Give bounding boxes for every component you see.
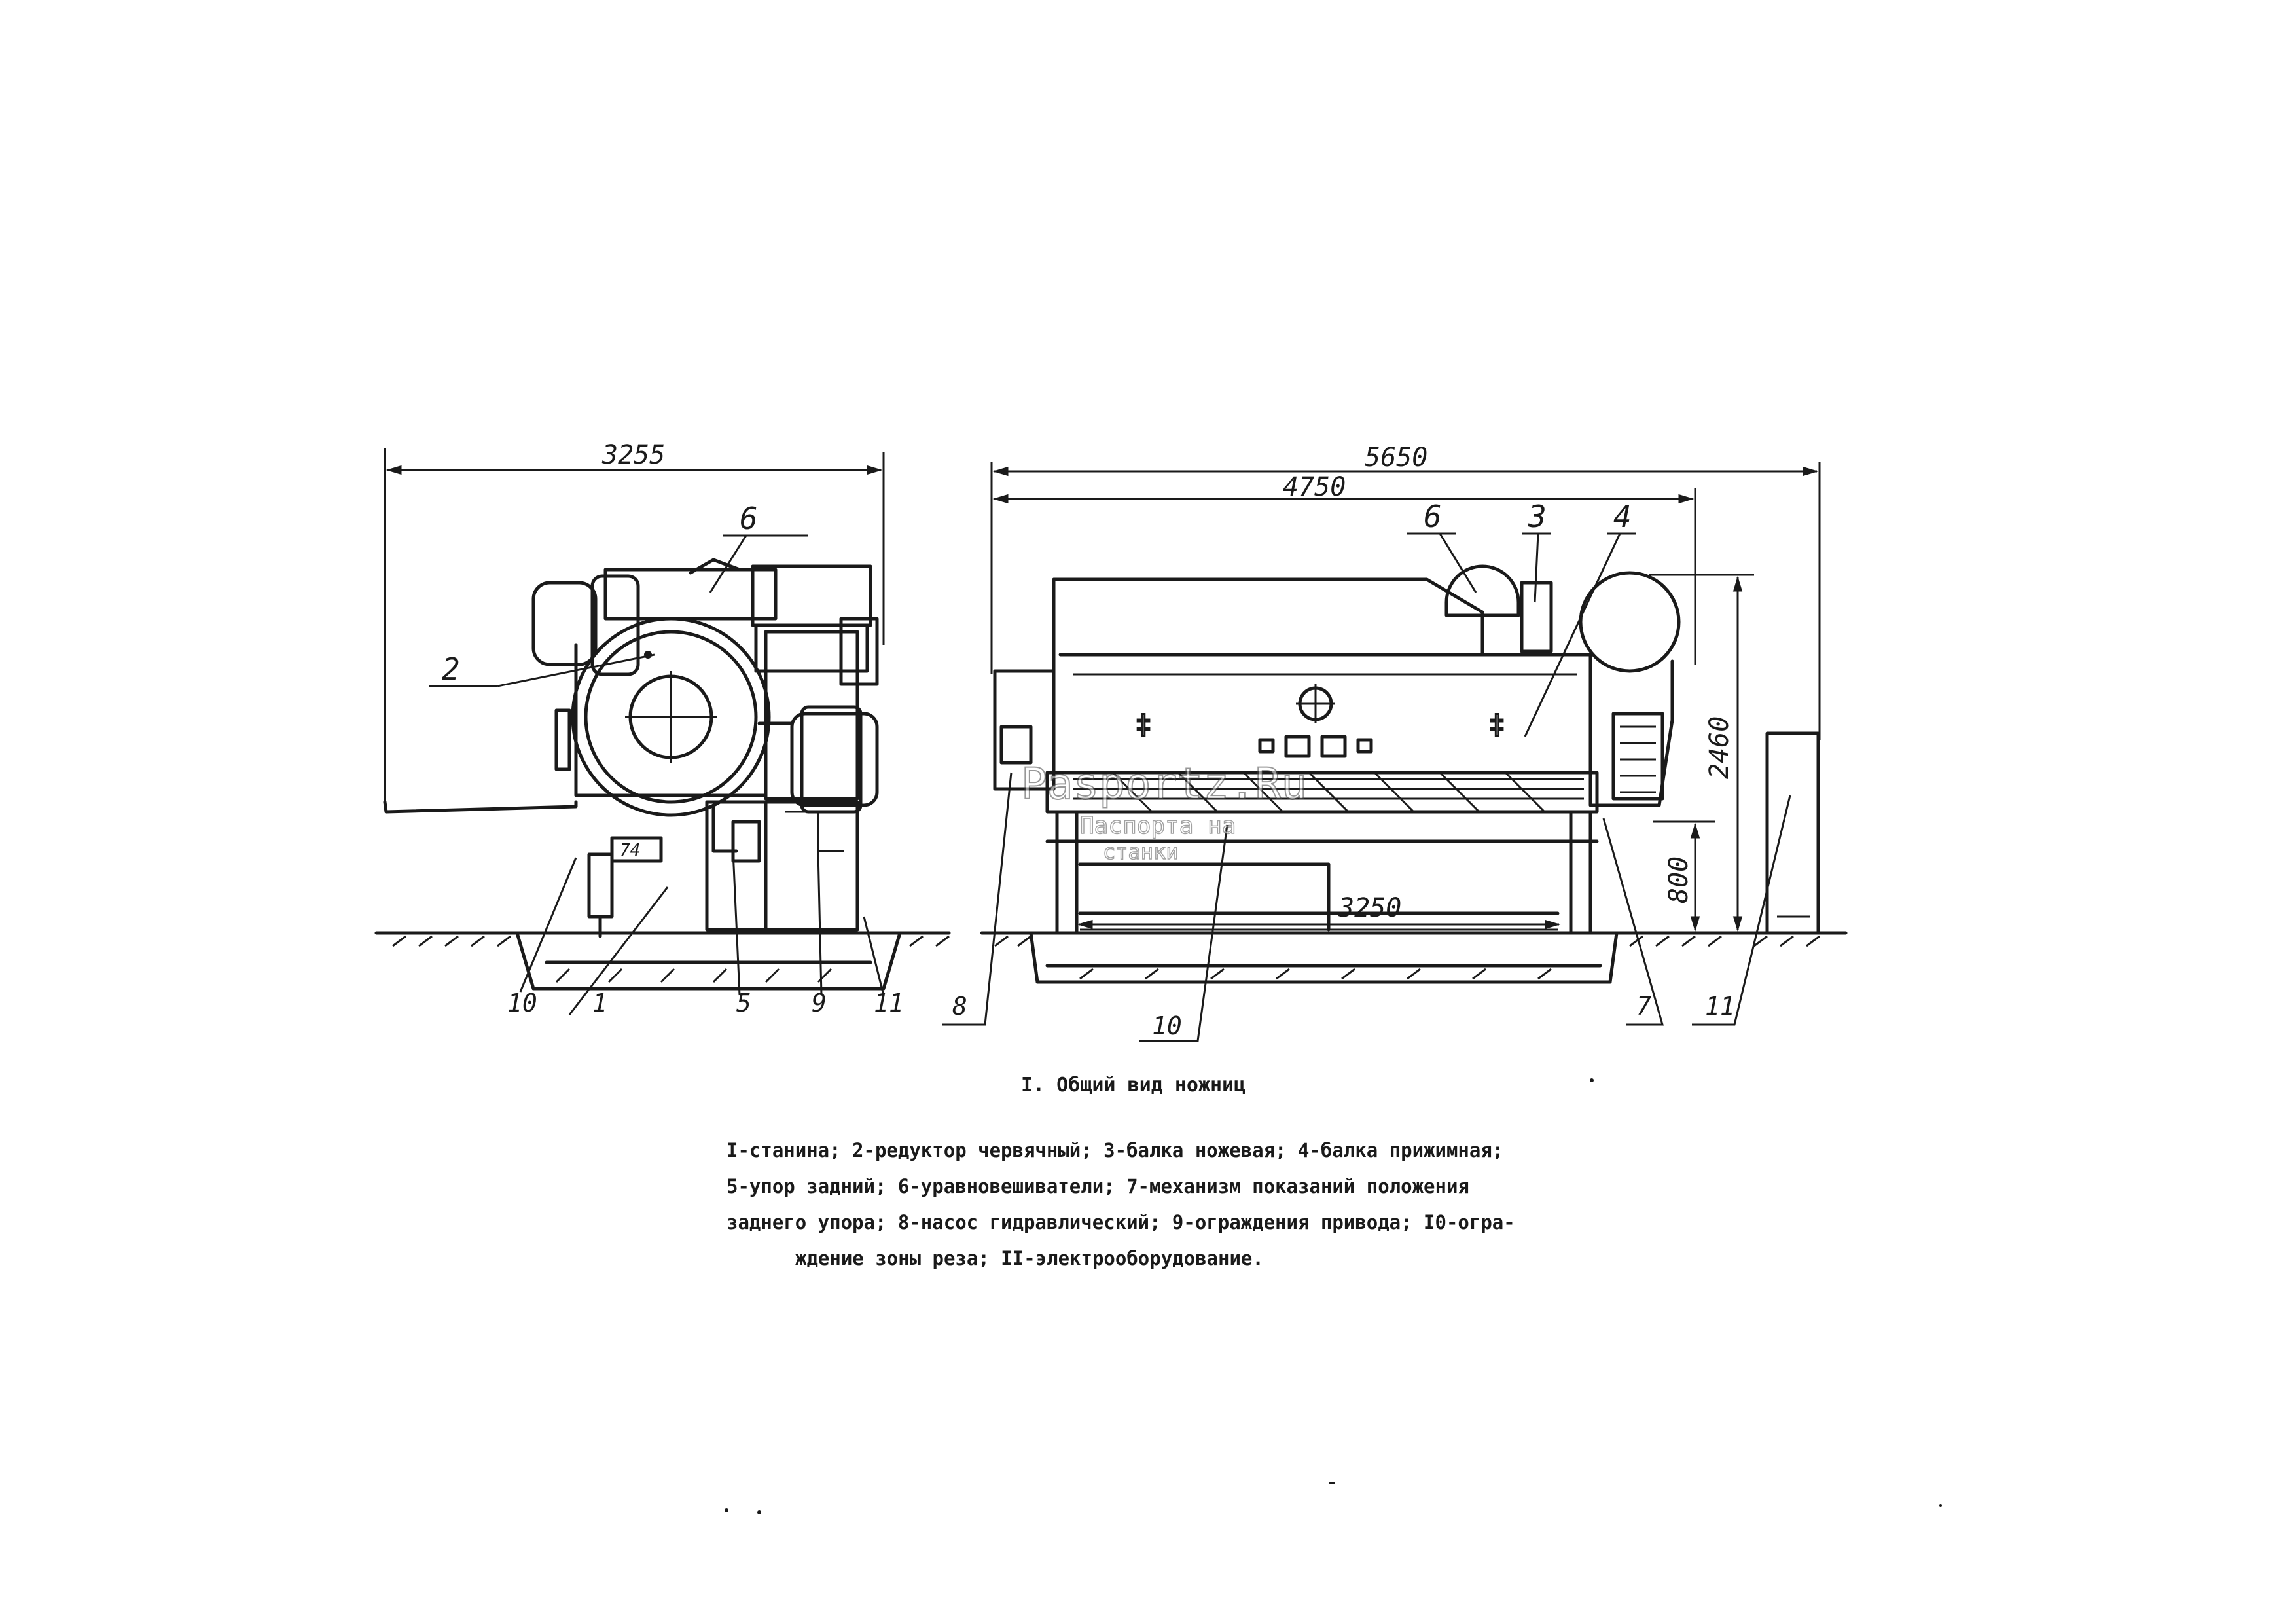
svg-text:11: 11 bbox=[1705, 992, 1735, 1021]
watermark-site: Pasportz.Ru bbox=[1021, 759, 1307, 809]
svg-text:6: 6 bbox=[740, 501, 758, 536]
front-callout-4: 4 bbox=[1524, 499, 1636, 737]
front-beam-label: 3250 bbox=[1338, 893, 1401, 923]
watermark-line2: станки bbox=[1103, 839, 1179, 864]
side-callout-2: 2 bbox=[429, 651, 655, 687]
side-view: 3255 74 bbox=[383, 440, 950, 1017]
svg-text:10: 10 bbox=[507, 989, 537, 1017]
front-length-label: 4750 bbox=[1283, 472, 1346, 502]
front-beam-dimension: 3250 bbox=[1077, 893, 1561, 930]
front-height-label: 2460 bbox=[1704, 716, 1734, 779]
front-callout-3: 3 bbox=[1522, 499, 1551, 603]
scan-specks bbox=[725, 1078, 1942, 1514]
front-lower-height-label: 800 bbox=[1664, 856, 1694, 903]
front-callout-8: 8 bbox=[942, 772, 1013, 1026]
front-callout-10: 10 bbox=[1139, 824, 1229, 1042]
side-callout-6: 6 bbox=[709, 501, 808, 593]
side-foundation-hatch bbox=[392, 935, 950, 983]
front-length-dimension: 4750 bbox=[992, 472, 1696, 665]
svg-text:6: 6 bbox=[1424, 499, 1442, 534]
svg-text:‡: ‡ bbox=[1489, 710, 1505, 740]
legend-line: заднего упора; 8-насос гидравлический; 9… bbox=[726, 1211, 1515, 1233]
parts-legend: I-станина; 2-редуктор червячный; 3-балка… bbox=[726, 1133, 1695, 1277]
side-callout-1: 1 bbox=[568, 886, 669, 1017]
figure-title: I. Общий вид ножниц bbox=[1021, 1074, 1246, 1097]
svg-text:3: 3 bbox=[1528, 499, 1547, 534]
side-callout-10: 10 bbox=[507, 857, 577, 1017]
svg-text:4: 4 bbox=[1613, 499, 1632, 534]
svg-text:8: 8 bbox=[952, 992, 967, 1021]
svg-text:9: 9 bbox=[812, 989, 827, 1017]
front-guard-hatch bbox=[1073, 771, 1584, 813]
svg-text:5: 5 bbox=[736, 989, 751, 1017]
svg-text:74: 74 bbox=[620, 841, 640, 860]
front-overall-dimension: 5650 bbox=[990, 443, 1821, 740]
side-width-label: 3255 bbox=[601, 440, 665, 470]
svg-text:11: 11 bbox=[874, 989, 904, 1017]
watermark-line1: Паспорта на bbox=[1080, 812, 1236, 839]
front-callout-6: 6 bbox=[1407, 499, 1477, 593]
front-callout-7: 7 bbox=[1602, 818, 1664, 1026]
watermark: Pasportz.Ru Паспорта на станки bbox=[1020, 758, 1308, 865]
front-view: 5650 4750 ‡ ‡ bbox=[942, 443, 1821, 1042]
svg-text:1: 1 bbox=[592, 989, 607, 1017]
front-overall-label: 5650 bbox=[1365, 443, 1427, 473]
legend-line: 5-упор задний; 6-уравновешиватели; 7-мех… bbox=[726, 1175, 1469, 1197]
front-foundation-hatch bbox=[994, 935, 1820, 980]
front-lower-height-dimension: 800 bbox=[1653, 820, 1715, 932]
svg-text:2: 2 bbox=[442, 651, 460, 687]
side-callout-9: 9 bbox=[812, 850, 827, 1017]
side-callout-11: 11 bbox=[863, 916, 904, 1017]
svg-text:7: 7 bbox=[1636, 992, 1651, 1021]
svg-text:10: 10 bbox=[1152, 1012, 1182, 1040]
legend-line: ждение зоны реза; II-электрооборудование… bbox=[795, 1247, 1264, 1269]
legend-line: I-станина; 2-редуктор червячный; 3-балка… bbox=[726, 1139, 1504, 1161]
side-callout-5: 5 bbox=[732, 850, 751, 1017]
front-callout-11: 11 bbox=[1692, 795, 1791, 1026]
svg-text:‡: ‡ bbox=[1136, 710, 1151, 740]
side-width-dimension: 3255 bbox=[384, 440, 885, 802]
front-height-dimension: 2460 bbox=[1649, 574, 1754, 932]
